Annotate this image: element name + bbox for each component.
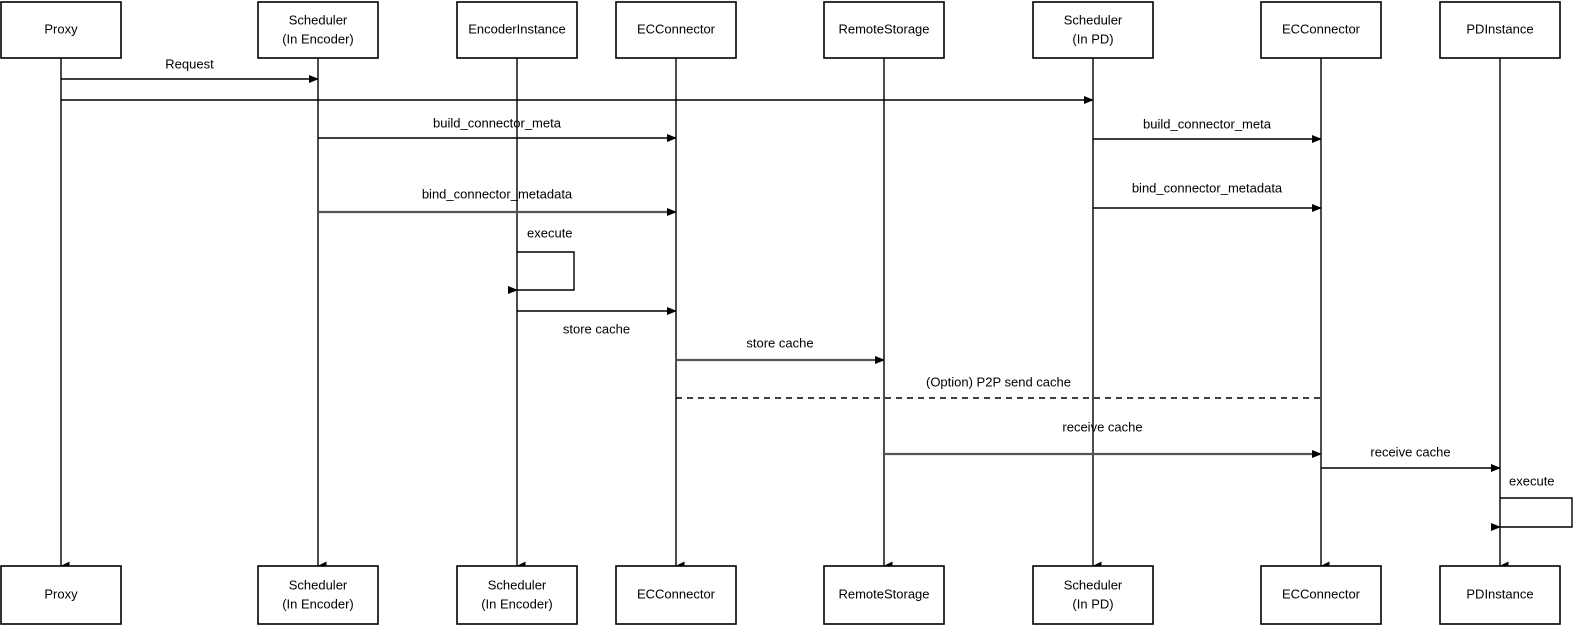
participant-top-label-sched_pd: Scheduler (1064, 12, 1123, 27)
participant-bottom-rect-pd_inst[interactable] (1439, 565, 1561, 625)
participant-bottom-sublabel-sched_pd: (In PD) (1072, 596, 1113, 611)
participant-bottom-sublabel-sched_enc: (In Encoder) (282, 596, 354, 611)
participant-top-remote[interactable]: RemoteStorage (823, 1, 945, 59)
participant-top-rect-ecc_left[interactable] (615, 1, 737, 59)
message-m7: store cache (517, 307, 677, 336)
participant-top-rect-encoder_inst[interactable] (456, 1, 578, 59)
participant-top-label-ecc_left: ECConnector (637, 21, 716, 36)
message-label-m8: store cache (746, 335, 813, 350)
message-label-m10: receive cache (1062, 419, 1142, 434)
message-m6: bind_connector_metadata (1093, 180, 1322, 212)
participant-top-rect-proxy[interactable] (0, 1, 122, 59)
message-label-m3: build_connector_meta (433, 115, 562, 130)
message-label-m6: bind_connector_metadata (1132, 180, 1283, 195)
participant-bottom-rect-ecc_left[interactable] (615, 565, 737, 625)
participant-bottom-encoder_inst[interactable]: Scheduler (In Encoder) (456, 565, 578, 625)
participant-bottom-rect-remote[interactable] (823, 565, 945, 625)
lifelines-group (60, 58, 1509, 571)
participant-bottom-label-sched_enc: Scheduler (289, 577, 348, 592)
participant-bottom-ecc_right[interactable]: ECConnector (1260, 565, 1382, 625)
message-m1: Request (61, 56, 319, 83)
participant-top-label-pd_inst: PDInstance (1466, 21, 1533, 36)
message-m8: store cache (676, 335, 885, 364)
participant-bottom-sched_pd[interactable]: Scheduler (In PD) (1032, 565, 1154, 625)
participant-top-label-remote: RemoteStorage (838, 21, 929, 36)
participant-bottom-label-encoder_inst: Scheduler (488, 577, 547, 592)
participant-top-encoder_inst[interactable]: EncoderInstance (456, 1, 578, 59)
participant-top-sublabel-sched_enc: (In Encoder) (282, 31, 354, 46)
participant-top-pd_inst[interactable]: PDInstance (1439, 1, 1561, 59)
participant-top-sched_pd[interactable]: Scheduler (In PD) (1032, 1, 1154, 59)
participant-bottom-rect-ecc_right[interactable] (1260, 565, 1382, 625)
participant-top-sublabel-sched_pd: (In PD) (1072, 31, 1113, 46)
self-message-label-s1: execute (527, 225, 573, 240)
self-message-s1: execute (508, 225, 575, 294)
message-m4: build_connector_meta (1093, 116, 1322, 143)
participant-bottom-proxy[interactable]: Proxy (0, 565, 122, 625)
top-participant-boxes: Proxy Scheduler (In Encoder) EncoderInstanc… (0, 1, 1561, 59)
participant-top-rect-sched_pd[interactable] (1032, 1, 1154, 59)
self-message-s2: execute (1491, 473, 1573, 531)
participant-bottom-rect-encoder_inst[interactable] (456, 565, 578, 625)
participant-top-rect-ecc_right[interactable] (1260, 1, 1382, 59)
message-m10: receive cache (884, 419, 1322, 458)
message-m11: receive cache (1321, 444, 1501, 472)
message-m5: bind_connector_metadata (318, 186, 677, 216)
message-label-m4: build_connector_meta (1143, 116, 1272, 131)
participant-bottom-remote[interactable]: RemoteStorage (823, 565, 945, 625)
participant-top-label-encoder_inst: EncoderInstance (468, 21, 566, 36)
bottom-participant-boxes: Proxy Scheduler (In Encoder) Scheduler (In E… (0, 565, 1561, 625)
self-messages-group: execute execute (508, 225, 1573, 531)
participant-bottom-sched_enc[interactable]: Scheduler (In Encoder) (257, 565, 379, 625)
message-label-m7: store cache (563, 321, 630, 336)
self-message-path-s1 (508, 251, 575, 294)
participant-bottom-ecc_left[interactable]: ECConnector (615, 565, 737, 625)
participant-top-rect-sched_enc[interactable] (257, 1, 379, 59)
message-label-m11: receive cache (1370, 444, 1450, 459)
participant-bottom-label-ecc_right: ECConnector (1282, 586, 1361, 601)
participant-bottom-sublabel-encoder_inst: (In Encoder) (481, 596, 553, 611)
participant-bottom-rect-proxy[interactable] (0, 565, 122, 625)
message-m3: build_connector_meta (318, 115, 677, 142)
participant-bottom-rect-sched_enc[interactable] (257, 565, 379, 625)
participant-top-label-sched_enc: Scheduler (289, 12, 348, 27)
participant-top-label-ecc_right: ECConnector (1282, 21, 1361, 36)
participant-bottom-rect-sched_pd[interactable] (1032, 565, 1154, 625)
self-message-label-s2: execute (1509, 473, 1555, 488)
message-label-m5: bind_connector_metadata (422, 186, 573, 201)
participant-bottom-label-sched_pd: Scheduler (1064, 577, 1123, 592)
participant-top-ecc_left[interactable]: ECConnector (615, 1, 737, 59)
messages-group: Request build_connector_meta build_connect… (61, 56, 1501, 472)
participant-top-label-proxy: Proxy (44, 21, 78, 36)
participant-bottom-label-proxy: Proxy (44, 586, 78, 601)
participant-bottom-label-ecc_left: ECConnector (637, 586, 716, 601)
participant-top-rect-remote[interactable] (823, 1, 945, 59)
participant-top-sched_enc[interactable]: Scheduler (In Encoder) (257, 1, 379, 59)
participant-bottom-pd_inst[interactable]: PDInstance (1439, 565, 1561, 625)
message-label-m1: Request (165, 56, 214, 71)
participant-bottom-label-pd_inst: PDInstance (1466, 586, 1533, 601)
participant-top-ecc_right[interactable]: ECConnector (1260, 1, 1382, 59)
message-label-m9: (Option) P2P send cache (926, 374, 1071, 389)
participant-top-proxy[interactable]: Proxy (0, 1, 122, 59)
participant-bottom-label-remote: RemoteStorage (838, 586, 929, 601)
message-m9: (Option) P2P send cache (676, 374, 1321, 399)
participant-top-rect-pd_inst[interactable] (1439, 1, 1561, 59)
self-message-path-s2 (1491, 497, 1573, 531)
